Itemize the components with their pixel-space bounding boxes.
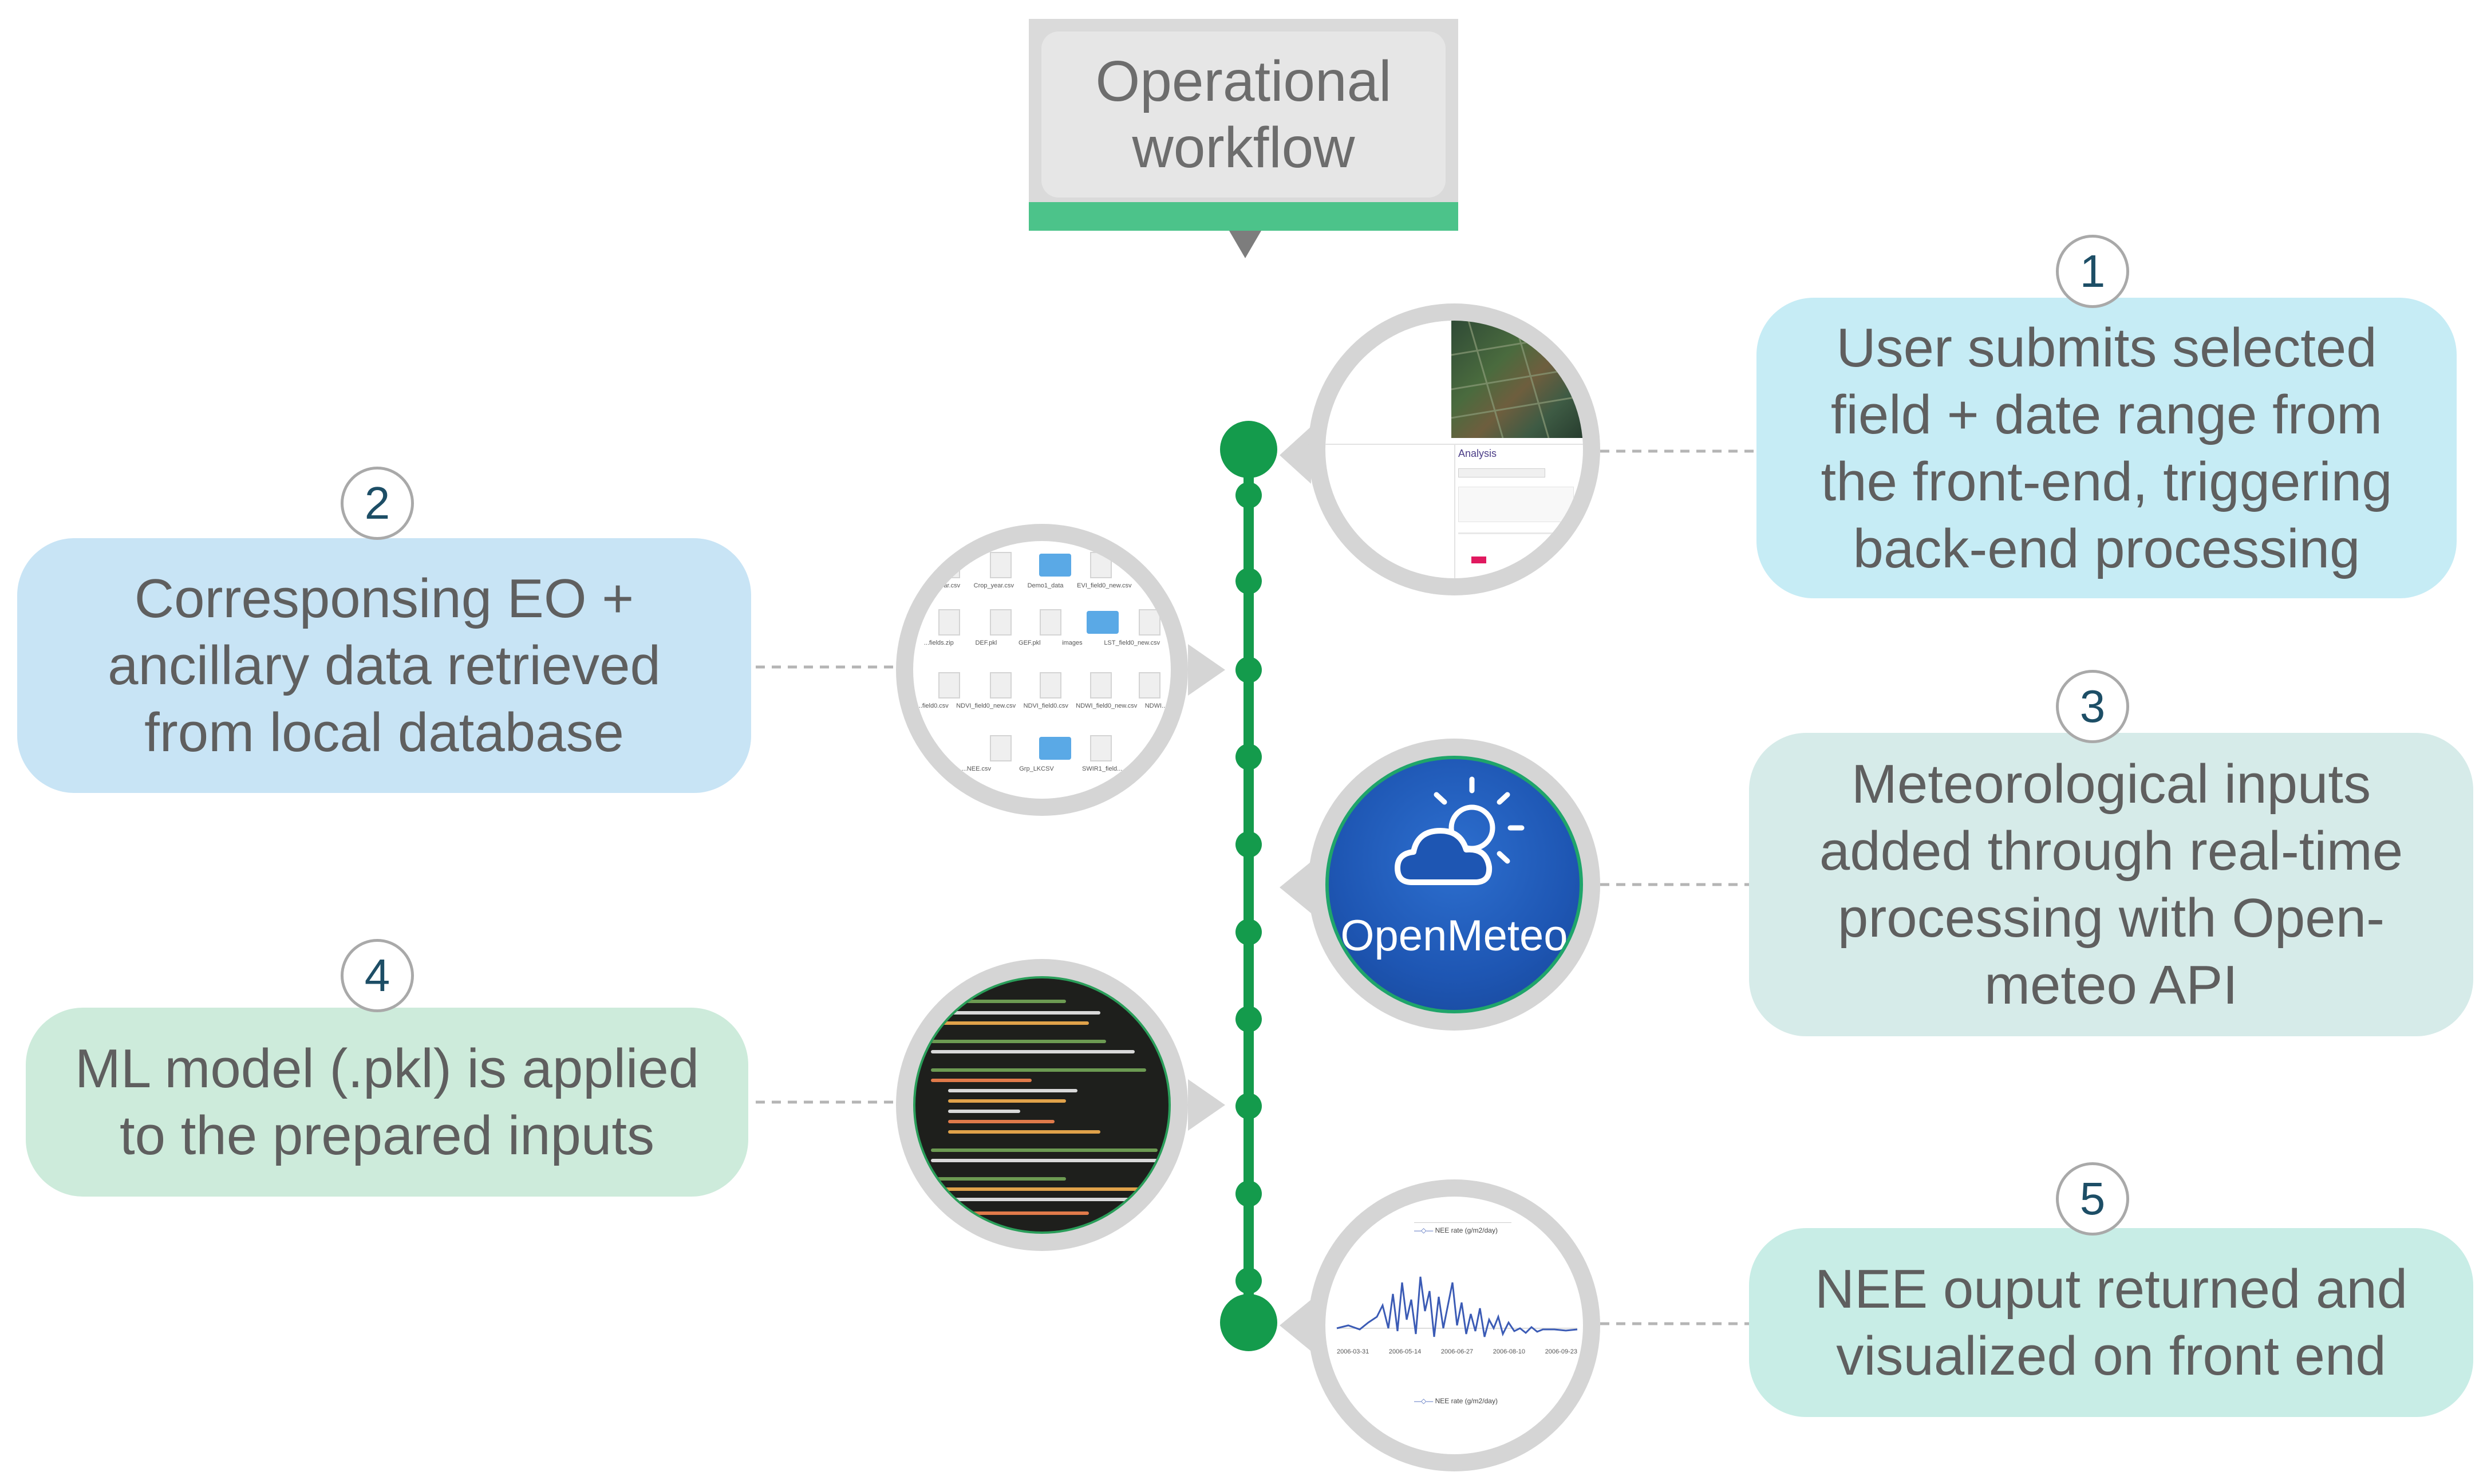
- step-4-text: ML model (.pkl) is applied to the prepar…: [74, 1038, 700, 1166]
- satellite-map: [1451, 321, 1583, 438]
- step-5-box: NEE ouput returned and visualized on fro…: [1749, 1228, 2473, 1417]
- timeline-end-node: [1220, 1294, 1277, 1351]
- analysis-panel-title: Analysis: [1458, 448, 1497, 459]
- code-editor-screenshot: [913, 976, 1171, 1234]
- step-5-text: NEE ouput returned and visualized on fro…: [1814, 1258, 2408, 1387]
- step-4-number: 4: [341, 939, 414, 1012]
- step-2-box: Corresponsing EO + ancillary data retrie…: [17, 538, 751, 793]
- step-3-number: 3: [2056, 670, 2129, 743]
- title-line-2: workflow: [1132, 116, 1355, 180]
- file-icons: [938, 552, 1160, 761]
- submit-button[interactable]: [1471, 556, 1486, 563]
- step-1-number: 1: [2056, 235, 2129, 308]
- step-5-number: 5: [2056, 1162, 2129, 1236]
- chart-legend: —◇— NEE rate (g/m2/day): [1414, 1226, 1498, 1234]
- step-3-box: Meteorological inputs added through real…: [1749, 733, 2473, 1036]
- title-line-1: Operational: [1095, 49, 1392, 113]
- code-lines: [931, 1000, 1163, 1215]
- openmeteo-logo: OpenMeteo: [1325, 756, 1583, 1013]
- nee-series: [1336, 1276, 1578, 1337]
- step-3-text: Meteorological inputs added through real…: [1819, 753, 2403, 1016]
- step-2-number: 2: [341, 467, 414, 540]
- workflow-title: Operational workflow: [1041, 31, 1446, 198]
- openmeteo-label: OpenMeteo: [1340, 911, 1568, 960]
- step-1-box: User submits selected field + date range…: [1756, 298, 2457, 598]
- workflow-title-box: Operational workflow: [1029, 19, 1458, 231]
- step-2-text: Corresponsing EO + ancillary data retrie…: [108, 568, 661, 763]
- timeline-start-node: [1220, 421, 1277, 478]
- timeline-dots: [1235, 482, 1262, 1294]
- chart-legend-2: —◇— NEE rate (g/m2/day): [1414, 1397, 1498, 1405]
- title-accent-bar: [1029, 202, 1458, 231]
- title-pointer-arrow: [1229, 231, 1261, 258]
- step-4-box: ML model (.pkl) is applied to the prepar…: [26, 1008, 748, 1197]
- sun-cloud-icon: [1395, 776, 1525, 885]
- bubble-pointers: [1188, 427, 1311, 1351]
- frontend-screenshot: Analysis: [1325, 321, 1583, 578]
- step-1-text: User submits selected field + date range…: [1821, 317, 2393, 579]
- leader-lines: [756, 449, 1758, 1325]
